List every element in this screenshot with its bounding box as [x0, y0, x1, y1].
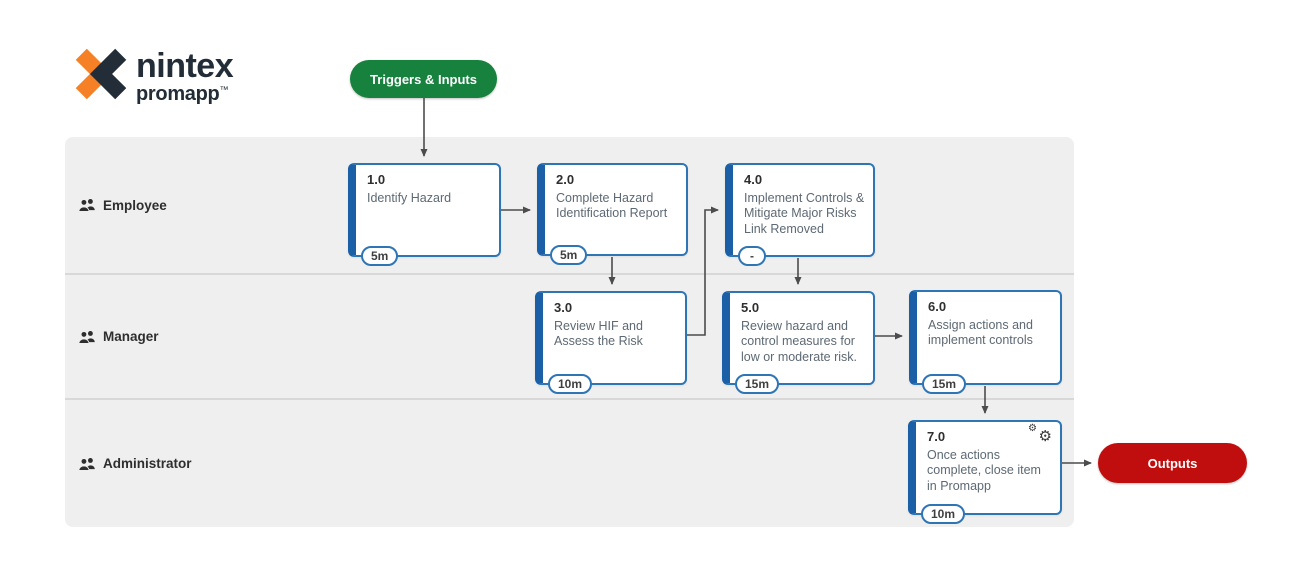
task-title: Once actions complete, close item in Pro…	[927, 448, 1041, 493]
task-id: 7.0	[927, 429, 946, 444]
lane-label-administrator: Administrator	[103, 456, 192, 471]
task-box-1.0[interactable]: 1.0 Identify Hazard 5m	[348, 163, 501, 266]
lane-label-manager: Manager	[103, 329, 159, 344]
task-id: 6.0	[928, 299, 947, 314]
task-title: Identify Hazard	[367, 191, 452, 205]
task-box-5.0[interactable]: 5.0 Review hazard and control measures f…	[722, 291, 875, 394]
task-title: Assign actions and implement controls	[928, 318, 1033, 348]
task-box-2.0[interactable]: 2.0 Complete Hazard Identification Repor…	[537, 163, 688, 265]
users-icon	[78, 457, 96, 471]
duration-badge: 5m	[550, 245, 588, 265]
task-id: 1.0	[367, 172, 386, 187]
task-id: 5.0	[741, 300, 760, 315]
logo-product-text: promapp™	[136, 83, 229, 105]
logo-brand-text: nintex	[136, 47, 234, 85]
duration-badge: 15m	[735, 374, 780, 394]
task-title: Review hazard and control measures for l…	[741, 319, 858, 364]
duration-badge: 10m	[548, 374, 593, 394]
lane-label-employee: Employee	[103, 197, 167, 213]
task-box-4.0[interactable]: 4.0 Implement Controls & Mitigate Major …	[725, 163, 875, 266]
nintex-x-icon	[75, 48, 127, 100]
gears-icon: ⚙⚙	[1028, 423, 1052, 445]
task-id: 2.0	[556, 172, 575, 187]
task-id: 4.0	[744, 172, 763, 187]
swimlane-manager: Manager	[65, 273, 1074, 398]
swimlane-administrator: Administrator	[65, 398, 1074, 527]
duration-badge: 10m	[921, 504, 966, 524]
task-id: 3.0	[554, 300, 573, 315]
users-icon	[78, 198, 96, 212]
task-title: Review HIF and Assess the Risk	[554, 319, 643, 349]
task-box-3.0[interactable]: 3.0 Review HIF and Assess the Risk 10m	[535, 291, 687, 394]
duration-badge: 5m	[361, 246, 399, 266]
triggers-inputs-pill[interactable]: Triggers & Inputs	[350, 60, 497, 98]
duration-badge: -	[738, 246, 766, 266]
task-title: Complete Hazard Identification Report	[556, 191, 668, 221]
nintex-promapp-logo: nintex promapp™	[72, 45, 234, 105]
task-title: Implement Controls & Mitigate Major Risk…	[744, 191, 865, 236]
task-box-6.0[interactable]: 6.0 Assign actions and implement control…	[909, 290, 1062, 394]
outputs-pill[interactable]: Outputs	[1098, 443, 1247, 483]
duration-badge: 15m	[922, 374, 967, 394]
users-icon	[78, 330, 96, 344]
task-box-7.0[interactable]: 7.0 Once actions complete, close item in…	[908, 420, 1062, 524]
swimlane-employee: Employee	[65, 137, 1074, 273]
